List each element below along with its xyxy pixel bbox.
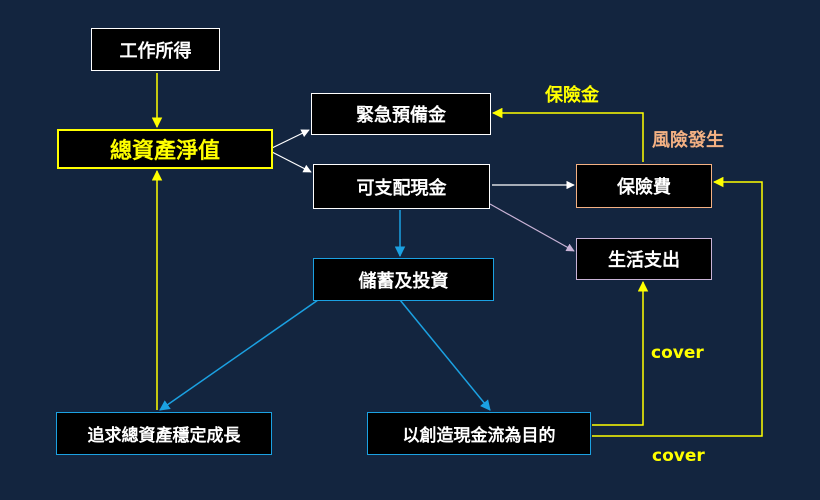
node-living-expenses: 生活支出 xyxy=(576,238,712,280)
node-work-income: 工作所得 xyxy=(91,28,220,71)
edge-cash-to-living xyxy=(489,203,575,252)
edge-premium-to-emergency xyxy=(491,107,644,162)
node-insurance-premium: 保險費 xyxy=(576,164,712,208)
label-risk-occurs: 風險發生 xyxy=(652,130,724,151)
node-disposable-cash: 可支配現金 xyxy=(313,164,490,209)
node-cash-flow-goal: 以創造現金流為目的 xyxy=(367,412,591,455)
label-insurance-payout: 保險金 xyxy=(545,85,599,106)
node-emergency-fund: 緊急預備金 xyxy=(311,93,491,135)
edge-savings-to-growth xyxy=(159,299,319,411)
node-savings-investment: 儲蓄及投資 xyxy=(313,258,494,301)
label-cover-living: cover xyxy=(651,343,704,363)
edge-savings-to-cashflow xyxy=(399,299,491,411)
edge-cashflow-to-premium xyxy=(592,176,763,437)
edge-networth-to-cash xyxy=(271,151,312,173)
label-cover-premium: cover xyxy=(652,446,705,466)
edge-cashflow-to-living xyxy=(592,280,649,426)
edge-networth-to-emergency xyxy=(271,129,310,149)
node-stable-growth: 追求總資產穩定成長 xyxy=(56,412,272,455)
node-net-worth: 總資產淨值 xyxy=(57,129,273,169)
